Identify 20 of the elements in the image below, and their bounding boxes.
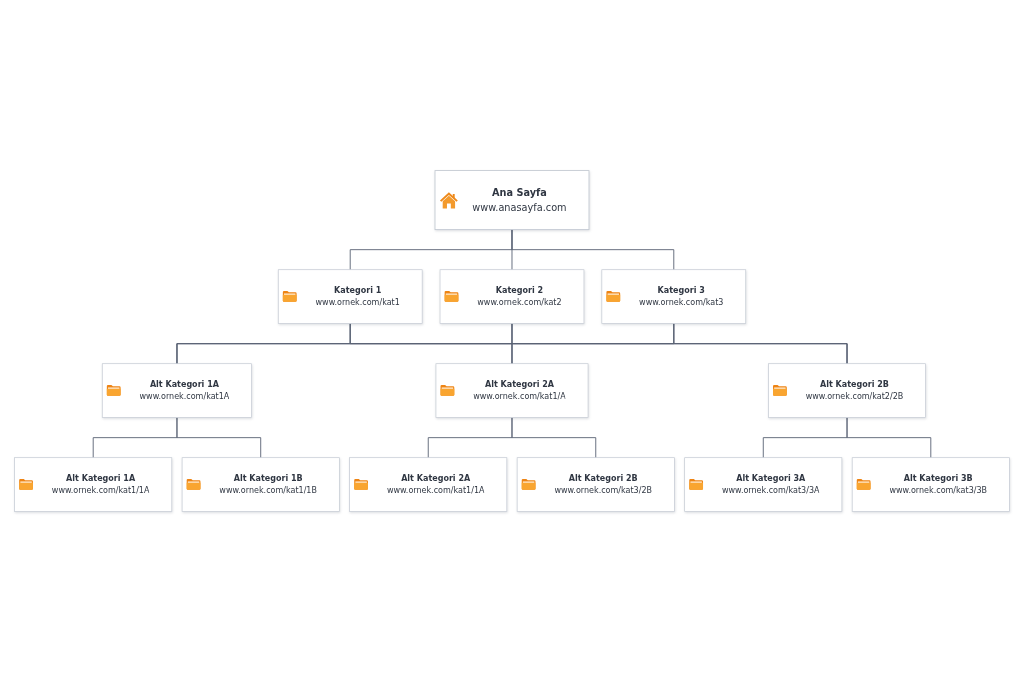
node-box: Alt Kategori 1A www.ornek.com/kat1A xyxy=(101,363,252,419)
node-box: Alt Kategori 2A www.ornek.com/kat1/1A xyxy=(349,457,508,513)
node-box: Kategori 1 www.ornek.com/kat1 xyxy=(277,269,423,325)
node-box: Alt Kategori 2B www.ornek.com/kat3/2B xyxy=(516,457,675,513)
connector xyxy=(511,229,675,271)
connector xyxy=(511,417,597,459)
node-box: Alt Kategori 3A www.ornek.com/kat3/3A xyxy=(684,457,843,513)
connector xyxy=(349,323,848,365)
node-box: Alt Kategori 1B www.ornek.com/kat1/1B xyxy=(181,457,340,513)
node-box: Alt Kategori 3B www.ornek.com/kat3/3B xyxy=(851,457,1010,513)
node-box: Alt Kategori 2A www.ornek.com/kat1/A xyxy=(435,363,589,419)
node-box: Alt Kategori 2B www.ornek.com/kat2/2B xyxy=(768,363,926,419)
node-box: Kategori 3 www.ornek.com/kat3 xyxy=(601,269,747,325)
connector xyxy=(673,323,848,365)
node-box: Kategori 2 www.ornek.com/kat2 xyxy=(439,269,585,325)
connector xyxy=(176,417,262,459)
connector xyxy=(846,417,932,459)
node-box: Alt Kategori 1A www.ornek.com/kat1/1A xyxy=(14,457,173,513)
connector xyxy=(511,323,848,365)
node-box: Ana Sayfa www.anasayfa.com xyxy=(434,170,590,231)
